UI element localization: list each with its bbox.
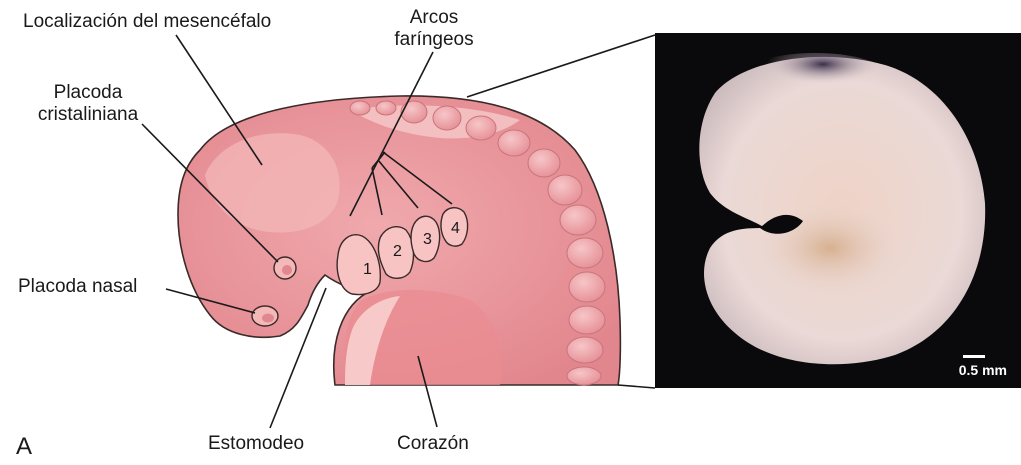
scale-bar-label: 0.5 mm: [959, 362, 1007, 378]
label-lens-placode: Placoda cristaliniana: [19, 82, 157, 126]
arch-number-2: 2: [393, 243, 402, 260]
arch-number-4: 4: [451, 220, 460, 237]
zoom-line-top: [467, 35, 655, 97]
scale-bar: [963, 355, 985, 358]
arch-number-3: 3: [423, 231, 432, 248]
label-heart: Corazón: [397, 433, 469, 455]
label-mesencephalon: Localización del mesencéfalo: [23, 11, 271, 33]
embryo-photo: 0.5 mm: [655, 33, 1021, 388]
photo-dark-region: [735, 53, 895, 109]
panel-letter: A: [16, 434, 32, 460]
nasal-placode: [252, 306, 278, 326]
embryo-photo-image: [655, 33, 1021, 388]
label-pharyngeal-arches: Arcos faríngeos: [388, 7, 480, 51]
label-stomodeum: Estomodeo: [208, 433, 304, 455]
zoom-line-bottom: [618, 385, 655, 388]
arch-number-1: 1: [363, 261, 372, 278]
label-nasal-placode: Placoda nasal: [18, 276, 137, 298]
